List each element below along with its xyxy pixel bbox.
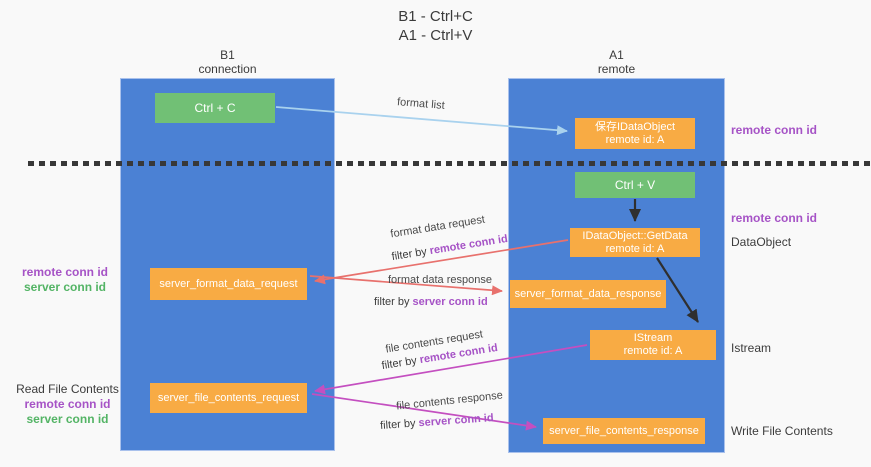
server-file-contents-request-label: server_file_contents_request <box>157 391 300 404</box>
edge-label-file-contents-response: file contents response <box>395 389 504 413</box>
annotation-read-file-contents: Read File Contents remote conn id server… <box>15 382 120 427</box>
node-server-file-contents-request: server_file_contents_request <box>150 383 307 413</box>
left-server-conn-id-2: server conn id <box>26 412 109 426</box>
getdata-line1: IDataObject::GetData <box>582 229 688 242</box>
ctrl-c-label: Ctrl + C <box>194 100 236 115</box>
filter-by-text-1: filter by <box>390 245 431 264</box>
ctrl-v-label: Ctrl + V <box>614 177 656 192</box>
lane-b1-name: B1 <box>220 48 235 62</box>
lane-header-b1: B1 connection <box>120 48 335 76</box>
session-divider-dashed-line <box>28 161 871 166</box>
diagram-title: B1 - Ctrl+C A1 - Ctrl+V <box>0 7 871 45</box>
annotation-left-conn-ids: remote conn id server conn id <box>14 265 116 295</box>
node-server-file-contents-response: server_file_contents_response <box>543 418 705 444</box>
edge-label-format-list: format list <box>396 96 446 112</box>
node-save-idataobject: 保存IDataObject remote id: A <box>575 118 695 149</box>
edge-label-filter-server-2: filter by server conn id <box>380 412 494 432</box>
edge-label-format-data-response: format data response <box>388 274 492 286</box>
title-line-2: A1 - Ctrl+V <box>398 27 473 44</box>
read-file-contents-label: Read File Contents <box>16 382 119 396</box>
lane-b1-subtitle: connection <box>198 62 257 76</box>
annotation-istream: Istream <box>731 341 772 355</box>
istream-line1: IStream <box>633 332 673 344</box>
istream-line2: remote id: A <box>623 345 683 357</box>
node-ctrl-v: Ctrl + V <box>575 172 695 198</box>
filter-server-conn-id-2: server conn id <box>418 412 494 430</box>
node-ctrl-c: Ctrl + C <box>155 93 275 123</box>
filter-server-conn-id-1: server conn id <box>412 296 488 308</box>
edge-label-filter-server-1: filter by server conn id <box>374 296 488 308</box>
filter-remote-conn-id-1: remote conn id <box>428 232 509 258</box>
save-idataobject-line1: 保存IDataObject <box>594 120 676 133</box>
left-remote-conn-id-1: remote conn id <box>21 265 108 279</box>
node-idataobject-getdata: IDataObject::GetData remote id: A <box>570 228 700 257</box>
left-server-conn-id-1: server conn id <box>23 280 107 294</box>
title-line-1: B1 - Ctrl+C <box>398 8 473 25</box>
server-format-data-request-label: server_format_data_request <box>159 277 298 290</box>
getdata-line2: remote id: A <box>605 242 665 255</box>
save-idataobject-line2: remote id: A <box>605 133 665 146</box>
left-remote-conn-id-2: remote conn id <box>24 397 111 411</box>
node-istream: IStream remote id: A <box>590 330 716 360</box>
filter-by-text-2: filter by <box>374 296 413 308</box>
server-format-data-response-label: server_format_data_response <box>514 287 662 300</box>
node-server-format-data-response: server_format_data_response <box>510 280 666 308</box>
filter-by-text-3: filter by <box>380 354 421 373</box>
annotation-remote-conn-id-top: remote conn id <box>731 123 818 137</box>
lane-a1-subtitle: remote <box>597 62 636 76</box>
lane-a1-name: A1 <box>609 48 624 62</box>
edge-label-format-data-request: format data request <box>389 213 486 241</box>
lane-header-a1: A1 remote <box>508 48 725 76</box>
annotation-dataobject: DataObject <box>731 235 792 249</box>
annotation-write-file-contents: Write File Contents <box>731 424 833 438</box>
annotation-remote-conn-id-mid: remote conn id <box>731 211 818 225</box>
node-server-format-data-request: server_format_data_request <box>150 268 307 300</box>
server-file-contents-response-label: server_file_contents_response <box>549 424 699 437</box>
filter-by-text-4: filter by <box>379 417 419 432</box>
